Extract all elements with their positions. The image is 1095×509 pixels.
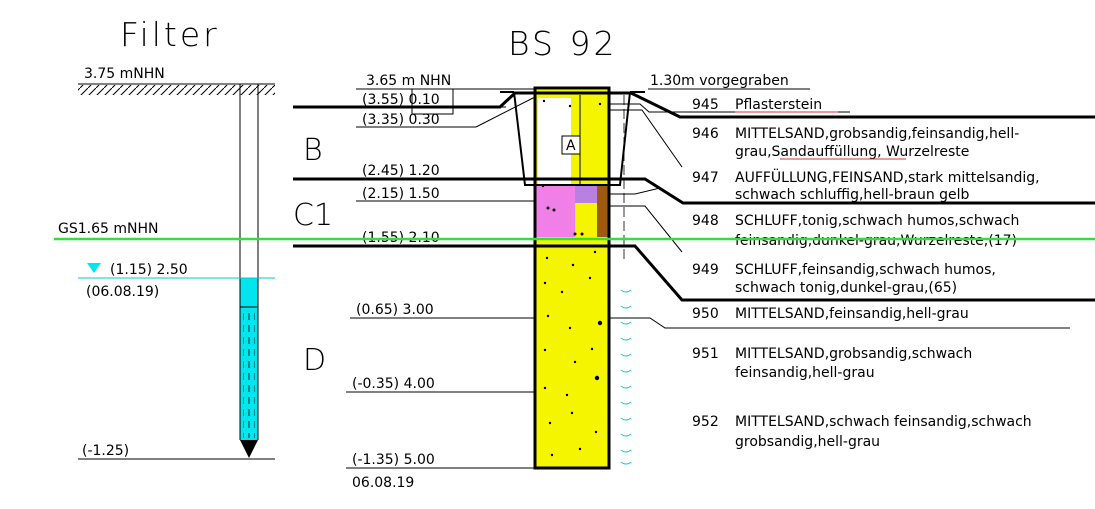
filter-tip	[240, 440, 258, 458]
groundwater-label: GS1.65 mNHN	[58, 221, 158, 237]
layer-951-text-1: MITTELSAND,grobsandig,schwach	[735, 346, 972, 362]
layer-947-num: 947	[692, 170, 719, 186]
depth-6: (-0.35) 4.00	[352, 376, 435, 392]
layer-946-text-2: grau,Sandauffüllung, Wurzelreste	[735, 144, 969, 160]
layer-948-text-1: SCHLUFF,tonig,schwach humos,schwach	[735, 213, 1019, 229]
filter-top-level: 3.75 mNHN	[84, 66, 165, 82]
zone-b: B	[303, 133, 323, 168]
layer-947-text-1: AUFFÜLLUNG,FEINSAND,stark mittelsandig,	[735, 168, 1040, 186]
depth-1: (3.35) 0.30	[362, 112, 440, 128]
depth-0: (3.55) 0.10	[362, 92, 440, 108]
layer-946-text-1: MITTELSAND,grobsandig,feinsandig,hell-	[735, 126, 1019, 142]
grain-dots	[541, 99, 603, 457]
layer-947-text-2: schwach schluffig,hell-braun gelb	[735, 187, 970, 203]
strata-column	[533, 86, 611, 470]
layer-948-text-2: feinsandig,dunkel-grau,Wurzelreste,(17)	[735, 233, 1017, 249]
layer-945-text: Pflasterstein	[735, 97, 822, 113]
depth-2: (2.45) 1.20	[362, 163, 440, 179]
layer-952-num: 952	[692, 414, 719, 430]
layer-952-text-2: grobsandig,hell-grau	[735, 434, 880, 450]
filter-title: Filter	[120, 15, 220, 54]
filter-gw-date: (06.08.19)	[86, 284, 159, 300]
water-saturation-marks	[620, 289, 632, 465]
depth-5: (0.65) 3.00	[356, 302, 434, 318]
depth-7: (-1.35) 5.00	[352, 452, 435, 468]
layer-946-num: 946	[692, 126, 719, 142]
zone-c1: C1	[293, 198, 333, 233]
layer-950-num: 950	[692, 306, 719, 322]
borehole-marker: A	[566, 138, 576, 154]
filter-slots	[243, 310, 255, 438]
borehole-date: 06.08.19	[352, 475, 414, 491]
pre-dug-pit	[513, 91, 631, 186]
layer-952-text-1: MITTELSAND,schwach feinsandig,schwach	[735, 414, 1032, 430]
zone-d: D	[303, 343, 326, 378]
layer-950-text-1: MITTELSAND,feinsandig,hell-grau	[735, 306, 969, 322]
ground-hatch	[78, 85, 275, 95]
layer-951-num: 951	[692, 346, 719, 362]
borehole-title: BS 92	[508, 24, 617, 63]
layer-945-num: 945	[692, 97, 719, 113]
borehole-top-level: 3.65 m NHN	[366, 73, 451, 89]
layer-949-num: 949	[692, 262, 719, 278]
layer-948-num: 948	[692, 213, 719, 229]
filter-bottom: (-1.25)	[82, 443, 129, 459]
water-level-icon	[87, 263, 101, 273]
depth-3: (2.15) 1.50	[362, 186, 440, 202]
layer-951-text-2: feinsandig,hell-grau	[735, 365, 875, 381]
layer-949-text-2: schwach tonig,dunkel-grau,(65)	[735, 280, 957, 296]
zone-boundaries	[293, 91, 1095, 302]
layer-949-text-1: SCHLUFF,feinsandig,schwach humos,	[735, 262, 996, 278]
pre-dug-label: 1.30m vorgegraben	[650, 73, 789, 89]
filter-gw-level: (1.15) 2.50	[110, 262, 188, 278]
